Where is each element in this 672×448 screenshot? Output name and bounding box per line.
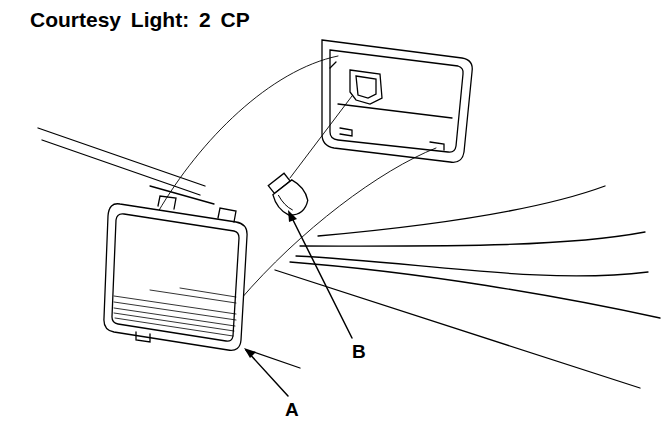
leader-line — [246, 350, 288, 396]
light-housing — [322, 40, 472, 162]
assembly-line — [240, 148, 436, 300]
leader-arrowhead — [244, 348, 256, 358]
assembly-line — [158, 56, 338, 212]
lens — [104, 204, 247, 351]
diagram-title: Courtesy Light: 2 CP — [30, 8, 250, 32]
socket-inner — [356, 76, 376, 98]
trim-line — [42, 140, 200, 195]
lens-inner-rim — [112, 214, 239, 341]
assembly-line — [290, 96, 352, 178]
leader-line — [290, 214, 352, 338]
trim-curve — [296, 256, 648, 276]
trim-curve — [318, 186, 605, 236]
lens-hatching — [114, 288, 236, 336]
housing-clips — [330, 62, 444, 150]
part-letter: B — [350, 342, 368, 361]
housing-inner-rim — [330, 50, 463, 152]
trim-line — [275, 270, 640, 388]
trim-curve — [300, 232, 645, 246]
bulb-socket — [350, 70, 382, 104]
part-letter: A — [283, 400, 301, 419]
leader-arrowhead — [288, 210, 297, 222]
housing-rib — [338, 104, 452, 118]
lens-tabs — [136, 196, 236, 342]
